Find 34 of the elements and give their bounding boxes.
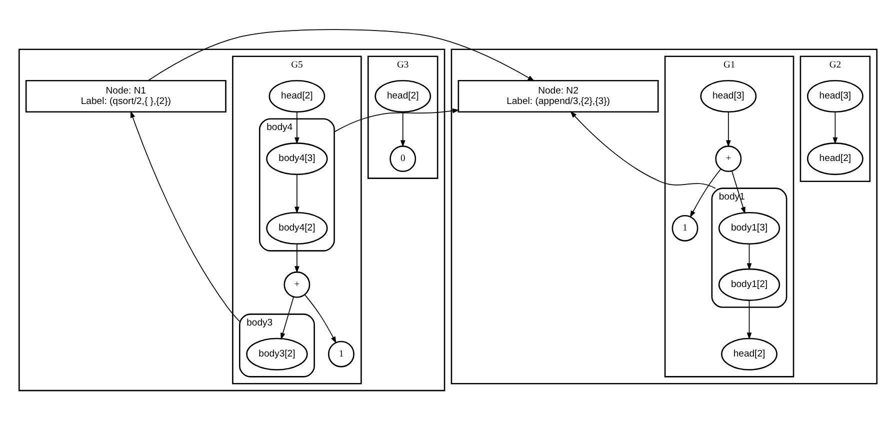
node-ellipse: body3[2] [246,338,308,370]
node-circle: 0 [390,146,416,172]
arrow [746,300,752,340]
node-ellipse: body4[2] [266,212,328,245]
node-ellipse: body1[2] [718,268,780,301]
cluster [18,48,446,392]
node-ellipse: head[3] [700,80,757,113]
node-box: Node: N2 Label: (append/3,{2},{3}) [458,80,659,113]
arrow [746,244,752,270]
arrow [304,294,336,344]
arrow [294,112,300,144]
node-circle: + [715,146,742,172]
arrow [294,174,300,214]
arrow [832,112,838,144]
node-circle: + [284,271,310,298]
arrow [148,29,535,82]
arrow [400,112,406,148]
node-ellipse: body1[3] [718,212,780,245]
node-circle: 1 [328,340,354,368]
node-ellipse: head[2] [268,80,326,113]
arrow [334,108,460,132]
node-ellipse: body4[3] [266,142,328,176]
arrow [294,244,300,274]
node-ellipse: head[2] [721,338,778,370]
arrow [690,168,722,218]
node-ellipse: head[2] [374,80,432,113]
arrow [280,296,294,340]
arrow [130,110,240,322]
node-ellipse: head[2] [806,142,864,176]
arrow [570,111,716,189]
node-circle: 1 [672,215,698,242]
node-ellipse: head[3] [806,80,864,113]
node-box: Node: N1 Label: (qsort/2,{ },{2}) [25,80,226,113]
arrow [726,112,731,148]
